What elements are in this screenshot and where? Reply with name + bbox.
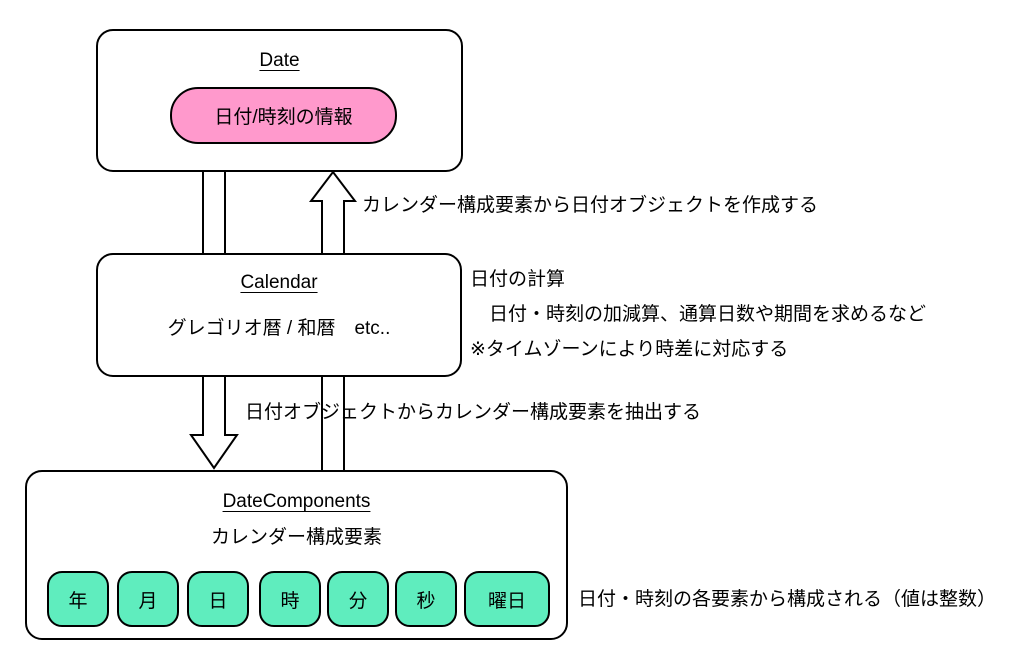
date-info-pill: 日付/時刻の情報: [170, 87, 397, 144]
component-pill-year: 年: [47, 571, 109, 627]
component-pill-minute: 分: [327, 571, 389, 627]
calendar-notes: 日付の計算 日付・時刻の加減算、通算日数や期間を求めるなど ※タイムゾーンにより…: [470, 262, 926, 367]
component-pill-month-label: 月: [138, 590, 158, 612]
component-pill-day-label: 日: [208, 590, 228, 612]
datecomponents-box-title: DateComponents: [222, 491, 371, 512]
calendar-note-line-3: ※タイムゾーンにより時差に対応する: [470, 339, 789, 360]
arrow-label-create: カレンダー構成要素から日付オブジェクトを作成する: [362, 195, 819, 216]
date-info-pill-label: 日付/時刻の情報: [214, 107, 353, 128]
component-pill-year-label: 年: [68, 590, 88, 612]
component-pill-month: 月: [117, 571, 179, 627]
datecomponents-box: DateComponents カレンダー構成要素 年 月 日 時 分 秒 曜日: [25, 470, 568, 640]
calendar-box: Calendar グレゴリオ暦 / 和暦 etc..: [96, 253, 462, 377]
calendar-box-subtitle: グレゴリオ暦 / 和暦 etc..: [167, 318, 391, 339]
calendar-box-title: Calendar: [240, 272, 318, 293]
component-pill-hour: 時: [259, 571, 321, 627]
component-pill-second: 秒: [395, 571, 457, 627]
component-pill-second-label: 秒: [416, 590, 436, 612]
component-pill-weekday: 曜日: [464, 571, 550, 627]
calendar-note-line-2: 日付・時刻の加減算、通算日数や期間を求めるなど: [470, 304, 927, 325]
calendar-note-line-1: 日付の計算: [470, 269, 566, 290]
arrow-label-extract: 日付オブジェクトからカレンダー構成要素を抽出する: [245, 402, 702, 423]
date-box: Date 日付/時刻の情報: [96, 29, 463, 172]
component-pill-day: 日: [187, 571, 249, 627]
datecomponents-note: 日付・時刻の各要素から構成される（値は整数）: [578, 589, 997, 610]
datecomponents-box-subtitle: カレンダー構成要素: [210, 527, 382, 548]
component-pill-hour-label: 時: [280, 590, 300, 612]
component-pill-weekday-label: 曜日: [487, 590, 526, 612]
component-pill-minute-label: 分: [348, 590, 368, 612]
date-box-title: Date: [259, 50, 300, 71]
